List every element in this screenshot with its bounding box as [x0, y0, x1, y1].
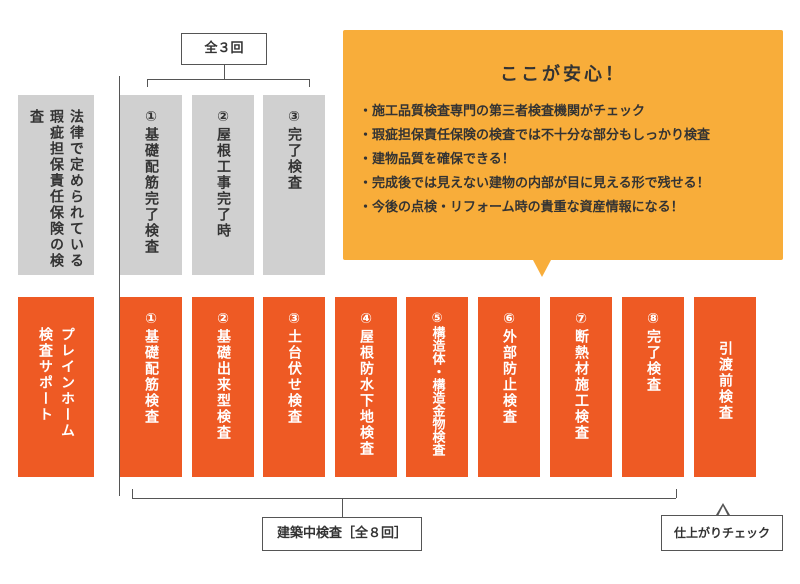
handover-step: 引渡前検査 [694, 297, 756, 477]
legal-header: 法律で定められている瑕疵担保責任保険の検査 [18, 95, 94, 275]
legal-bracket-stem [224, 65, 225, 79]
construction-bracket-right [676, 489, 677, 498]
company-step-5-num: ⑤ [429, 311, 445, 326]
company-step-2-label: 基礎出来型検査 [215, 329, 231, 441]
construction-bracket-bar [132, 498, 676, 499]
handover-label: 引渡前検査 [717, 341, 733, 421]
legal-step-3-label: 完了検査 [286, 127, 302, 191]
company-step-8-num: ⑧ [645, 311, 661, 329]
legal-step-2: ②屋根工事完了時 [192, 95, 254, 275]
legal-step-1-label: 基礎配筋完了検査 [143, 127, 159, 255]
legal-count-text: 全３回 [204, 41, 244, 56]
company-step-7-label: 断熱材施工検査 [573, 329, 589, 441]
legal-step-2-num: ② [215, 109, 231, 127]
company-step-4-label: 屋根防水下地検査 [358, 329, 374, 457]
callout-item: ・今後の点検・リフォーム時の貴重な資産情報になる！ [359, 200, 684, 215]
callout-item: ・瑕疵担保責任保険の検査では不十分な部分もしっかり検査 [359, 128, 711, 143]
legal-count-label: 全３回 [181, 33, 267, 65]
company-step-6: ⑥外部防止検査 [478, 297, 540, 477]
finish-check-label: 仕上がりチェック [661, 515, 783, 551]
divider-line [119, 76, 120, 496]
legal-step-1: ①基礎配筋完了検査 [120, 95, 182, 275]
callout-item: ・建物品質を確保できる！ [359, 152, 515, 167]
legal-step-2-label: 屋根工事完了時 [215, 127, 231, 239]
company-step-8-label: 完了検査 [645, 329, 661, 393]
company-step-4: ④屋根防水下地検査 [335, 297, 397, 477]
legal-bracket-left [147, 79, 148, 87]
company-step-7: ⑦断熱材施工検査 [550, 297, 612, 477]
construction-bracket-stem [342, 498, 343, 517]
callout-list: ・施工品質検査専門の第三者検査機関がチェック ・瑕疵担保責任保険の検査では不十分… [359, 102, 767, 218]
company-step-3-label: 土台伏せ検査 [286, 329, 302, 425]
company-step-1: ①基礎配筋検査 [120, 297, 182, 477]
callout-box: ここが安心！ ・施工品質検査専門の第三者検査機関がチェック ・瑕疵担保責任保険の… [343, 30, 783, 260]
company-step-3: ③土台伏せ検査 [263, 297, 325, 477]
legal-step-3: ③完了検査 [263, 95, 325, 275]
construction-bracket-left [132, 489, 133, 498]
company-step-6-num: ⑥ [501, 311, 517, 329]
callout-item: ・施工品質検査専門の第三者検査機関がチェック [359, 104, 646, 119]
company-step-5: ⑤構造体・構造金物検査 [406, 297, 468, 477]
legal-header-text: 法律で定められている瑕疵担保責任保険の検査 [28, 109, 84, 269]
company-step-2: ②基礎出来型検査 [192, 297, 254, 477]
callout-title: ここが安心！ [500, 64, 626, 85]
company-step-7-num: ⑦ [573, 311, 589, 329]
finish-check-pointer-inner [718, 506, 728, 516]
finish-check-text: 仕上がりチェック [673, 526, 770, 540]
legal-bracket-bar [147, 79, 309, 80]
legal-step-1-num: ① [143, 109, 159, 127]
company-step-1-label: 基礎配筋検査 [143, 329, 159, 425]
construction-count-text: 建築中検査［全８回］ [276, 526, 407, 541]
company-step-5-label: 構造体・構造金物検査 [429, 326, 445, 456]
company-step-4-num: ④ [358, 311, 374, 329]
legal-bracket-right [309, 79, 310, 87]
company-header-text: プレインホーム検査サポート [37, 327, 75, 439]
company-step-1-num: ① [143, 311, 159, 329]
legal-step-3-num: ③ [286, 109, 302, 127]
callout-pointer [533, 260, 551, 277]
callout-item: ・完成後では見えない建物の内部が目に見える形で残せる！ [359, 176, 710, 191]
construction-count-label: 建築中検査［全８回］ [262, 517, 422, 551]
company-step-2-num: ② [215, 311, 231, 329]
company-step-8: ⑧完了検査 [622, 297, 684, 477]
company-step-3-num: ③ [286, 311, 302, 329]
company-step-6-label: 外部防止検査 [501, 329, 517, 425]
company-header: プレインホーム検査サポート [18, 297, 94, 477]
